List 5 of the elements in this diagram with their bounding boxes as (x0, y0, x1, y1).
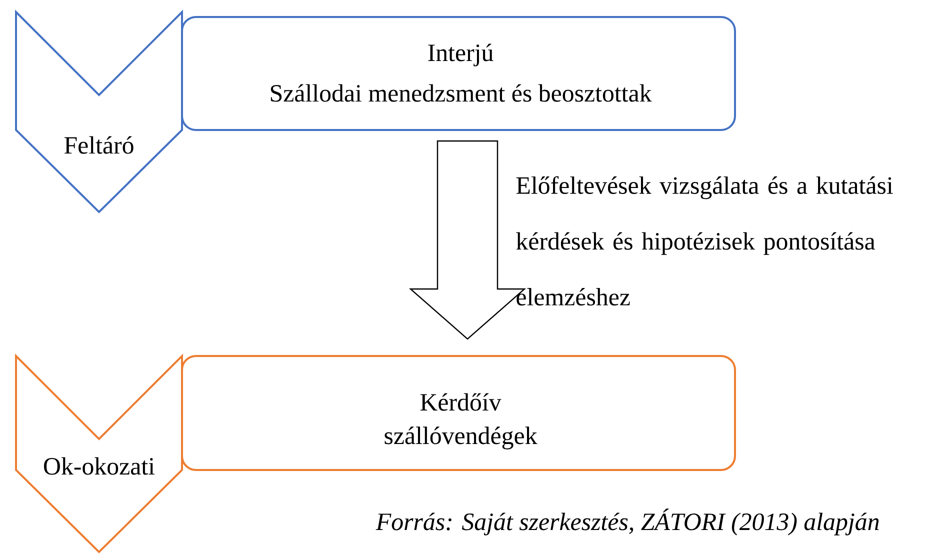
caption: Forrás: Saját szerkesztés, ZÁTORI (2013) alapján (376, 508, 879, 536)
process-box: Interjú Szállodai menedzsment és beosztottak (181, 16, 736, 131)
edge-label: Előfeltevések vizsgálata és a kutatási kérdések és hipotézisek pontosítása elemzéshez (516, 176, 893, 306)
block-arrow (408, 140, 526, 340)
process-box: Kérdőív szállóvendégek (181, 355, 736, 471)
